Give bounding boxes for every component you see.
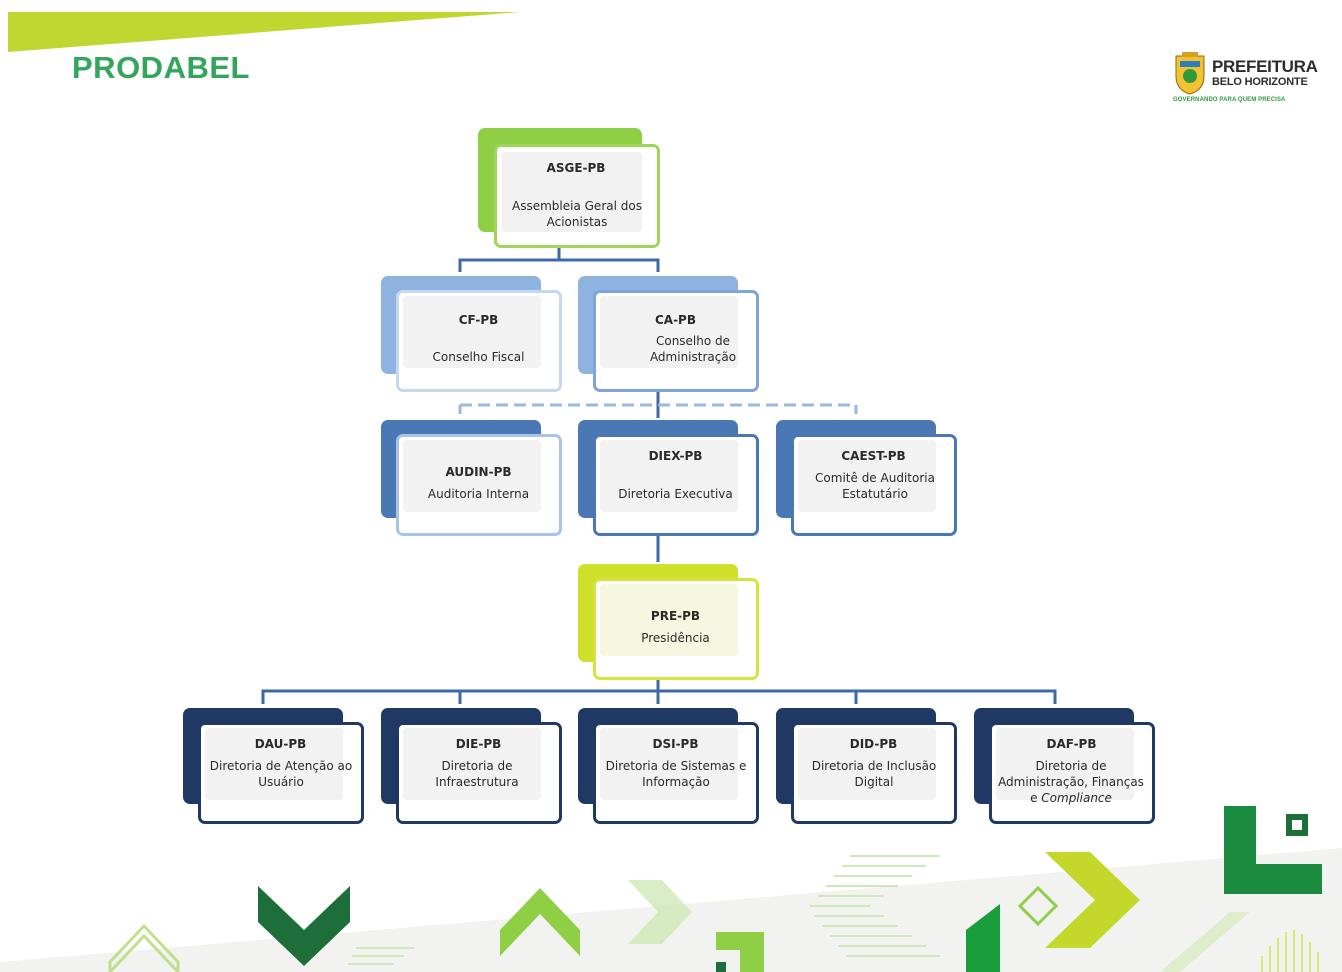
logo-slogan: GOVERNANDO PARA QUEM PRECISA bbox=[1173, 97, 1286, 103]
node-dsi: DSI-PB Diretoria de Sistemas e Informaçã… bbox=[578, 708, 759, 824]
did-name: Diretoria de Inclusão Digital bbox=[811, 759, 937, 789]
daf-code: DAF-PB bbox=[1046, 737, 1097, 751]
node-audin: AUDIN-PB Auditoria Interna bbox=[381, 420, 562, 536]
audin-name: Auditoria Interna bbox=[427, 487, 530, 501]
logo-line2: BELO HORIZONTE bbox=[1212, 76, 1308, 88]
cf-code: CF-PB bbox=[458, 313, 499, 327]
die-code: DIE-PB bbox=[455, 737, 502, 751]
diex-code: DIEX-PB bbox=[648, 449, 703, 463]
node-asge: ASGE-PB Assembleia Geral dos Acionistas bbox=[478, 128, 660, 248]
asge-name: Assembleia Geral dos Acionistas bbox=[512, 199, 642, 229]
die-name: Diretoria de Infraestrutura bbox=[435, 759, 519, 789]
daf-name-block: Diretoria de Administração, Finanças e C… bbox=[974, 758, 1146, 806]
page-title: PRODABEL bbox=[72, 50, 250, 85]
pre-name: Presidência bbox=[641, 631, 710, 645]
dsi-code: DSI-PB bbox=[652, 737, 699, 751]
node-caest: CAEST-PB Comitê de Auditoria Estatutário bbox=[776, 420, 957, 536]
dau-code: DAU-PB bbox=[254, 737, 307, 751]
prefeitura-logo: PREFEITURA BELO HORIZONTE GOVERNANDO PAR… bbox=[1172, 52, 1318, 108]
caest-code: CAEST-PB bbox=[841, 449, 906, 463]
ca-name: Conselho de Administração bbox=[649, 334, 737, 364]
diex-name: Diretoria Executiva bbox=[618, 487, 733, 501]
asge-code: ASGE-PB bbox=[546, 161, 606, 175]
logo-line1: PREFEITURA bbox=[1212, 57, 1318, 76]
did-code: DID-PB bbox=[849, 737, 898, 751]
dau-name: Diretoria de Atenção ao Usuário bbox=[209, 759, 353, 789]
header-stripe bbox=[8, 12, 520, 52]
node-dau: DAU-PB Diretoria de Atenção ao Usuário bbox=[183, 708, 364, 824]
pre-code: PRE-PB bbox=[650, 609, 701, 623]
node-cf: CF-PB Conselho Fiscal bbox=[381, 276, 562, 392]
node-pre: PRE-PB Presidência bbox=[578, 564, 759, 680]
node-die: DIE-PB Diretoria de Infraestrutura bbox=[381, 708, 562, 824]
node-daf: DAF-PB Diretoria de Administração, Finan… bbox=[974, 708, 1155, 824]
daf-name-italic: Compliance bbox=[1041, 791, 1112, 805]
node-ca: CA-PB Conselho de Administração bbox=[578, 276, 759, 392]
node-did: DID-PB Diretoria de Inclusão Digital bbox=[776, 708, 957, 824]
caest-name: Comitê de Auditoria Estatutário bbox=[815, 471, 935, 501]
ca-code: CA-PB bbox=[654, 313, 696, 327]
audin-code: AUDIN-PB bbox=[445, 465, 512, 479]
dsi-name: Diretoria de Sistemas e Informação bbox=[605, 759, 747, 789]
node-diex: DIEX-PB Diretoria Executiva bbox=[578, 420, 759, 536]
coat-of-arms-icon bbox=[1175, 52, 1205, 95]
daf-name: Diretoria de Administração, Finanças e bbox=[998, 759, 1144, 805]
cf-name: Conselho Fiscal bbox=[432, 350, 525, 364]
